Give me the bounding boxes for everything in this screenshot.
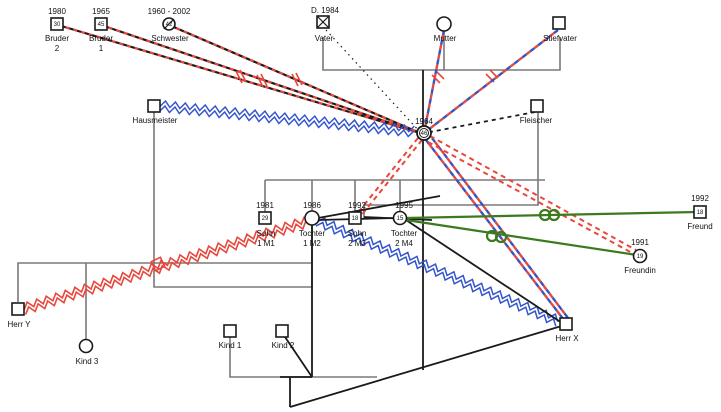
tochter2-num: 2 M4 (395, 239, 413, 248)
index-sohn2-line (355, 137, 423, 218)
freundin-name: Freundin (624, 266, 656, 275)
tochter1-blue-zigzag (315, 216, 559, 327)
tochter2-name: Tochter (391, 229, 418, 238)
hausmeister-name: Hausmeister (133, 116, 178, 125)
bruder2-num: 2 (55, 44, 60, 53)
herry-red-zigzag (23, 216, 307, 315)
names: Bruder 2 Bruder 1 Schwester Vater Mutter… (8, 34, 713, 366)
hausmeister-blue-zigzag (158, 99, 415, 138)
bruder2-age: 30 (54, 22, 61, 28)
index-age: 46 (421, 131, 428, 137)
stiefvater-symbol[interactable] (552, 16, 566, 30)
herry-line (17, 262, 312, 302)
person-symbols (11, 15, 707, 354)
family-lines (17, 30, 561, 378)
kind1-symbol[interactable] (223, 324, 237, 338)
fleischer-dashed-line (429, 111, 536, 133)
tochter1-year: 1986 (303, 201, 321, 210)
sohn1-name: Sohn (257, 229, 276, 238)
freundin-age: 19 (637, 254, 644, 260)
kind2-name: Kind 2 (272, 341, 295, 350)
kind3-symbol[interactable] (78, 338, 94, 354)
kinder-line (229, 336, 377, 378)
sohn1-symbol[interactable] (258, 211, 272, 225)
tochter1-symbol[interactable] (304, 210, 320, 226)
tochter1-name: Tochter (299, 229, 326, 238)
tochter2-age: 15 (397, 216, 404, 222)
index-year: 1964 (415, 117, 433, 126)
bruder2-name: Bruder (45, 34, 69, 43)
sohn1-age: 29 (262, 216, 269, 222)
years: 1980 1965 1960 - 2002 D. 1984 1964 1981 … (48, 6, 709, 247)
schwester-name: Schwester (151, 34, 189, 43)
freund-age: 18 (697, 210, 704, 216)
tochter2-symbol[interactable] (392, 210, 408, 226)
break-marks (235, 69, 499, 88)
bruder1-year: 1965 (92, 7, 110, 16)
kind2-symbol[interactable] (275, 324, 289, 338)
bruder1-symbol[interactable] (94, 17, 108, 31)
freund-name: Freund (687, 222, 712, 231)
sohn2-symbol[interactable] (348, 211, 362, 225)
tochter2-year: 1995 (395, 201, 413, 210)
fleischer-symbol[interactable] (530, 99, 544, 113)
kind1-name: Kind 1 (219, 341, 242, 350)
herrx-name: Herr X (555, 334, 579, 343)
schwester-year: 1960 - 2002 (148, 7, 191, 16)
herry-name: Herr Y (8, 320, 32, 329)
vater-dotted-line (325, 29, 421, 133)
stiefvater-name: Stiefvater (543, 34, 577, 43)
sohn2-year: 1992 (348, 201, 366, 210)
mutter-line (423, 29, 446, 129)
freund-year: 1992 (691, 194, 709, 203)
ages: 30 45 42 46 29 18 15 18 19 (54, 22, 704, 260)
bruder1-age: 45 (98, 22, 105, 28)
sohn2-age: 18 (352, 216, 359, 222)
sohn1-year: 1981 (256, 201, 274, 210)
sohn1-num: 1 M1 (257, 239, 275, 248)
green-lines (405, 208, 698, 257)
freund-symbol[interactable] (693, 205, 707, 219)
index-herrx-line (425, 137, 569, 321)
stiefvater-line (427, 29, 559, 131)
mutter-symbol[interactable] (436, 16, 452, 32)
bruder2-year: 1980 (48, 7, 66, 16)
mutter-name: Mutter (434, 34, 457, 43)
herry-symbol[interactable] (11, 302, 25, 316)
fleischer-name: Fleischer (520, 116, 553, 125)
parents-line (322, 37, 561, 71)
bruder1-num: 1 (99, 44, 104, 53)
schwester-age: 42 (166, 22, 173, 28)
vater-name: Vater (315, 34, 334, 43)
herry-mark (150, 256, 166, 272)
sohn2-num: 2 M3 (348, 239, 366, 248)
index-freundin-line (427, 135, 637, 255)
index-symbol[interactable] (419, 128, 429, 138)
freundin-symbol[interactable] (632, 248, 648, 264)
freundin-year: 1991 (631, 238, 649, 247)
bruder1-name: Bruder (89, 34, 113, 43)
structure-dark (280, 70, 566, 408)
tochter1-num: 1 M2 (303, 239, 321, 248)
vater-year: D. 1984 (311, 6, 340, 15)
herrx-symbol[interactable] (559, 317, 573, 331)
hausmeister-symbol[interactable] (147, 99, 161, 113)
kind3-name: Kind 3 (76, 357, 99, 366)
sohn2-name: Sohn (348, 229, 367, 238)
bruder2-symbol[interactable] (50, 17, 64, 31)
